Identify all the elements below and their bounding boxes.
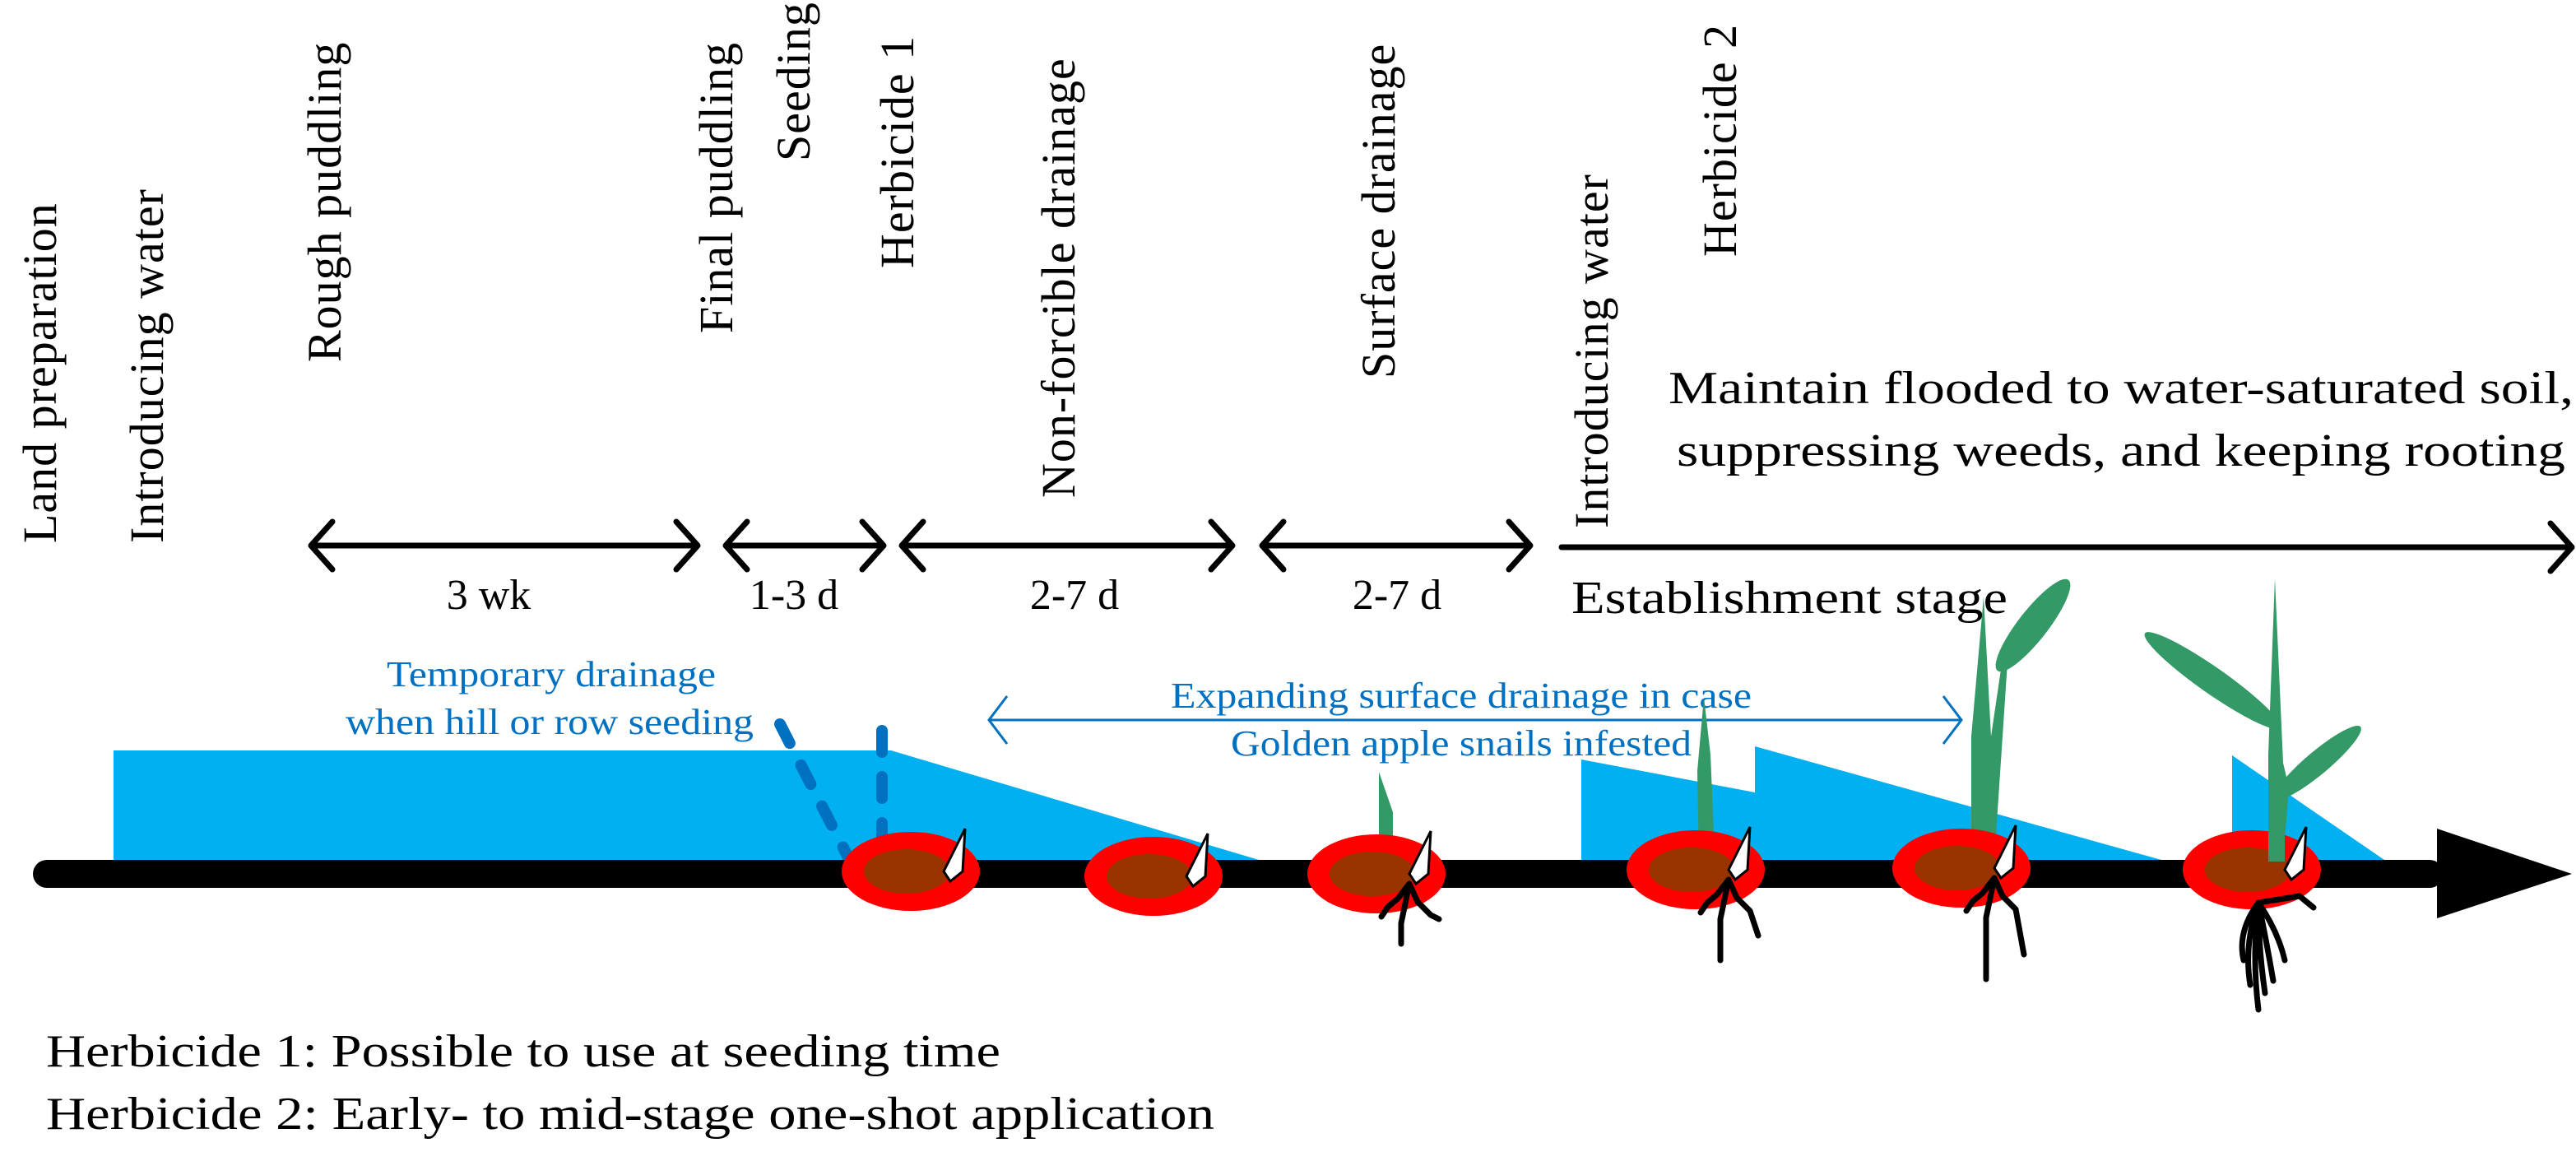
establishment-stage-label: Establishment stage bbox=[1571, 573, 2007, 624]
expanding-drainage-line-2: Golden apple snails infested bbox=[1231, 723, 1692, 764]
temporary-drainage-line-2: when hill or row seeding bbox=[346, 702, 754, 742]
roots bbox=[1963, 875, 2027, 982]
coleoptile-sprout bbox=[2283, 826, 2308, 882]
timeline-arrowhead bbox=[2437, 829, 2572, 918]
seed-inner bbox=[1915, 846, 2000, 890]
legend-herbicide-2: Herbicide 2: Early- to mid-stage one-sho… bbox=[46, 1089, 1214, 1140]
coleoptile-sprout bbox=[1993, 825, 2017, 880]
label-introducing-water-2: Introducing water bbox=[1565, 174, 1618, 528]
seed-inner bbox=[1649, 848, 1734, 892]
label-introducing-water-1: Introducing water bbox=[120, 188, 174, 543]
establishment-arrow bbox=[1558, 520, 2575, 574]
growth-stages bbox=[842, 578, 2361, 1013]
growth-stage-1 bbox=[842, 828, 980, 911]
duration-label-2-7d-b: 2-7 d bbox=[1353, 572, 1441, 619]
timeline-bar bbox=[33, 860, 2444, 888]
duration-arrow-2-7d-b bbox=[1259, 518, 1534, 573]
timeline bbox=[33, 829, 2572, 918]
operation-labels: Land preparation Introducing water Rough… bbox=[13, 2, 1747, 543]
coleoptile-sprout bbox=[1727, 826, 1752, 882]
duration-arrows bbox=[308, 518, 2575, 574]
shoot bbox=[1971, 597, 2007, 856]
expanding-drainage-arrow bbox=[987, 695, 1963, 745]
duration-arrow-2-7d-a bbox=[898, 518, 1236, 573]
coleoptile-sprout bbox=[942, 828, 967, 884]
label-herbicide-1: Herbicide 1 bbox=[870, 35, 924, 268]
label-non-forcible-drainage: Non-forcible drainage bbox=[1032, 58, 1085, 498]
temporary-drainage-line-1: Temporary drainage bbox=[387, 654, 716, 694]
coleoptile-sprout bbox=[1408, 830, 1432, 886]
herbicide-legend: Herbicide 1: Possible to use at seeding … bbox=[46, 1026, 1214, 1140]
duration-label-3wk: 3 wk bbox=[447, 572, 531, 619]
roots bbox=[2239, 893, 2317, 1013]
legend-herbicide-1: Herbicide 1: Possible to use at seeding … bbox=[46, 1026, 1000, 1077]
establishment-note: Maintain flooded to water-saturated soil… bbox=[1669, 363, 2574, 476]
leaf-upper bbox=[2144, 632, 2281, 729]
water-flooded-early bbox=[114, 750, 1259, 860]
seed-inner bbox=[864, 849, 949, 894]
expanding-drainage-line-1: Expanding surface drainage in case bbox=[1171, 676, 1752, 716]
duration-arrow-1-3d bbox=[722, 518, 887, 573]
growth-stage-6 bbox=[2144, 578, 2361, 1013]
expanding-drainage-annotation: Expanding surface drainage in case Golde… bbox=[987, 676, 1963, 764]
growth-stage-5 bbox=[1892, 578, 2071, 982]
leaf bbox=[1995, 578, 2071, 672]
duration-label-1-3d: 1-3 d bbox=[750, 572, 838, 619]
duration-arrow-3wk bbox=[308, 518, 701, 573]
temporary-drainage-annotation: Temporary drainage when hill or row seed… bbox=[346, 654, 754, 742]
label-herbicide-2: Herbicide 2 bbox=[1693, 24, 1747, 257]
label-seeding: Seeding bbox=[767, 2, 820, 161]
duration-label-2-7d-a: 2-7 d bbox=[1030, 572, 1119, 619]
growth-stage-2 bbox=[1084, 833, 1223, 916]
duration-labels: 3 wk 1-3 d 2-7 d 2-7 d Establishment sta… bbox=[447, 572, 2007, 624]
growth-stage-4 bbox=[1627, 697, 1765, 964]
seed-inner bbox=[1330, 852, 1415, 896]
shoot-base bbox=[2268, 829, 2285, 862]
coleoptile-sprout bbox=[1185, 833, 1209, 889]
label-land-preparation: Land preparation bbox=[13, 202, 67, 543]
drainage-dash-slanted bbox=[774, 718, 853, 862]
seed-inner bbox=[1107, 854, 1192, 899]
growth-stage-3 bbox=[1307, 772, 1446, 947]
roots bbox=[1378, 880, 1442, 947]
shoot bbox=[1697, 697, 1714, 862]
note-line-1: Maintain flooded to water-saturated soil… bbox=[1669, 363, 2574, 414]
leaf-lower bbox=[2274, 725, 2361, 801]
label-rough-puddling: Rough puddling bbox=[298, 42, 351, 362]
label-final-puddling: Final puddling bbox=[689, 42, 743, 333]
note-line-2: suppressing weeds, and keeping rooting bbox=[1677, 425, 2565, 476]
label-surface-drainage: Surface drainage bbox=[1352, 44, 1405, 379]
roots bbox=[1697, 876, 1761, 964]
temporary-drainage-indicator bbox=[774, 718, 888, 862]
